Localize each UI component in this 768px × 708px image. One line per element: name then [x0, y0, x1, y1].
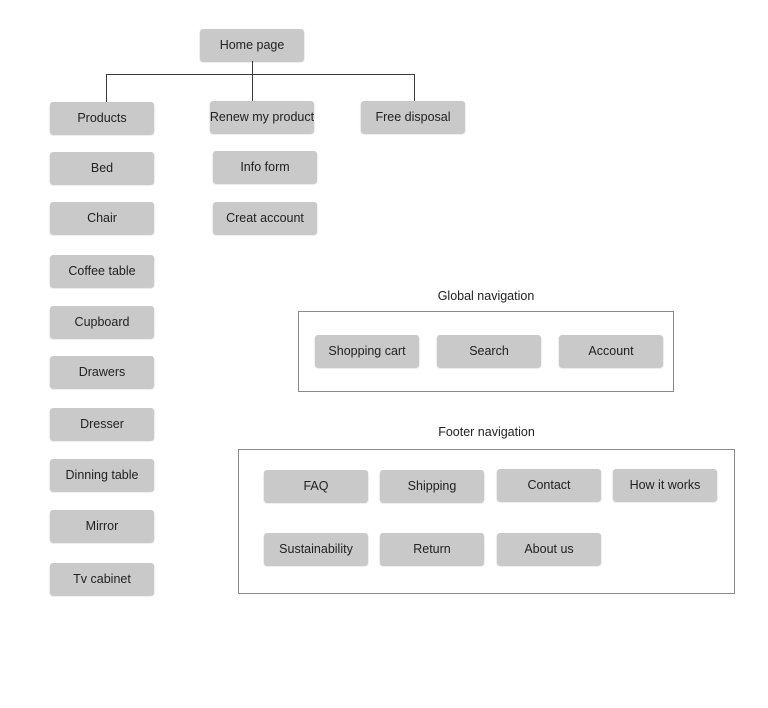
connector-renew [252, 74, 253, 102]
connector-free-disposal [414, 74, 415, 102]
footer-about-us[interactable]: About us [497, 533, 601, 565]
footer-contact[interactable]: Contact [497, 469, 601, 501]
node-coffee-table[interactable]: Coffee table [50, 255, 154, 287]
footer-navigation-title: Footer navigation [438, 425, 535, 439]
node-dresser[interactable]: Dresser [50, 408, 154, 440]
connector-horizontal [106, 74, 415, 75]
nav-shopping-cart[interactable]: Shopping cart [315, 335, 419, 367]
node-cupboard[interactable]: Cupboard [50, 306, 154, 338]
footer-navigation-frame [238, 449, 735, 594]
node-products[interactable]: Products [50, 102, 154, 134]
footer-return[interactable]: Return [380, 533, 484, 565]
nav-account[interactable]: Account [559, 335, 663, 367]
node-bed[interactable]: Bed [50, 152, 154, 184]
node-free-disposal[interactable]: Free disposal [361, 101, 465, 133]
nav-search[interactable]: Search [437, 335, 541, 367]
node-dinning-table[interactable]: Dinning table [50, 459, 154, 491]
connector-products [106, 74, 107, 102]
node-chair[interactable]: Chair [50, 202, 154, 234]
node-home-page[interactable]: Home page [200, 29, 304, 61]
global-navigation-frame [298, 311, 674, 392]
node-creat-account[interactable]: Creat account [213, 202, 317, 234]
node-tv-cabinet[interactable]: Tv cabinet [50, 563, 154, 595]
footer-sustainability[interactable]: Sustainability [264, 533, 368, 565]
node-drawers[interactable]: Drawers [50, 356, 154, 388]
node-renew-my-product[interactable]: Renew my product [210, 101, 314, 133]
node-info-form[interactable]: Info form [213, 151, 317, 183]
footer-how-it-works[interactable]: How it works [613, 469, 717, 501]
footer-faq[interactable]: FAQ [264, 470, 368, 502]
footer-shipping[interactable]: Shipping [380, 470, 484, 502]
node-mirror[interactable]: Mirror [50, 510, 154, 542]
connector-root-down [252, 61, 253, 75]
global-navigation-title: Global navigation [437, 289, 535, 303]
